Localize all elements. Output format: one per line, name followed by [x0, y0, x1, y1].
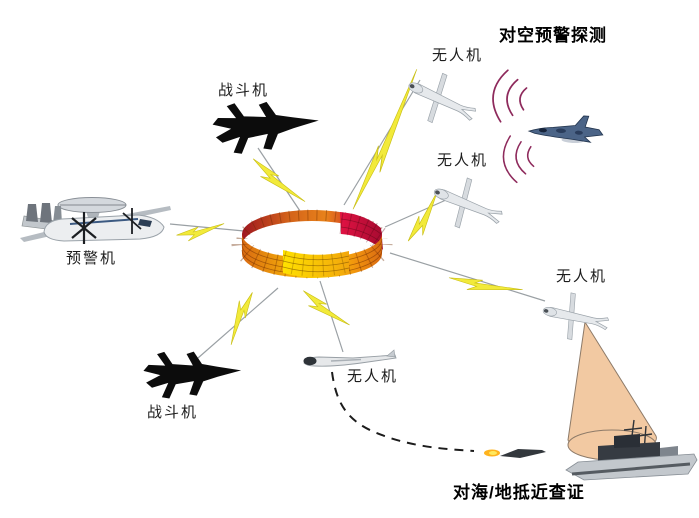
destroyer-ship-icon: [565, 419, 698, 481]
fighter-top-label: 战斗机: [218, 83, 270, 99]
sea-ground-title: 对海/地抵近查证: [453, 483, 585, 502]
uav-mid-label: 无人机: [437, 153, 489, 169]
uav-top-label: 无人机: [432, 48, 484, 64]
radar-waves-icon: [488, 67, 530, 126]
awacs-label: 预警机: [66, 251, 118, 267]
sensor-cone-icon: [567, 320, 657, 461]
uav-bottom-label: 无人机: [347, 369, 399, 385]
awacs-aircraft-icon: [20, 197, 171, 244]
uav-right-label: 无人机: [556, 269, 608, 285]
radar-waves-icon: [499, 132, 537, 185]
fighter-bottom-label: 战斗机: [147, 405, 199, 421]
missile-icon: [484, 449, 546, 458]
phased-array-ring-icon: [231, 209, 393, 279]
air-warning-title: 对空预警探测: [499, 26, 607, 45]
enemy-fighter-icon: [527, 115, 604, 144]
